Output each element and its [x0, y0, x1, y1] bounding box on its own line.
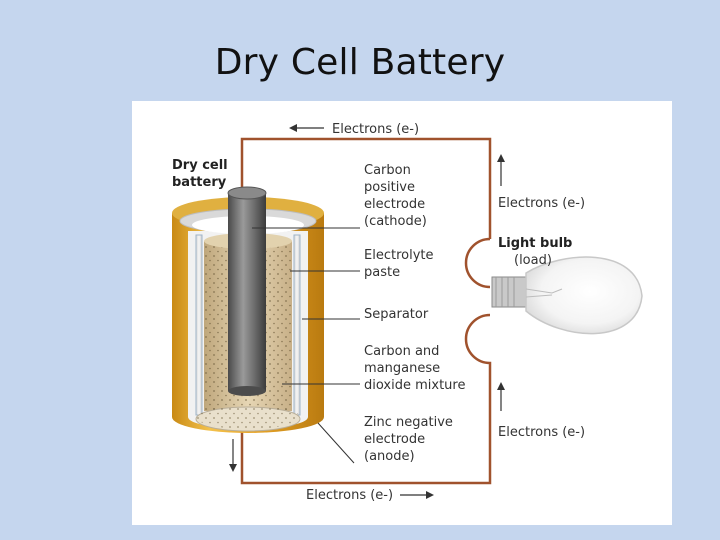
electrons-right-bottom-label: Electrons (e-) [498, 425, 586, 440]
electron-arrow-right-bottom [497, 382, 505, 411]
electrolyte-label: Electrolyte paste [364, 248, 434, 280]
mixture-label: Carbon and manganese dioxide mixture [364, 344, 466, 393]
slide-title: Dry Cell Battery [214, 42, 506, 83]
diagram-panel: Dry cell battery Electrons (e-) Carbon p… [132, 101, 672, 525]
separator-label: Separator [364, 307, 429, 322]
carbon-rod [227, 186, 267, 396]
battery-diagram [172, 124, 643, 499]
battery-title: Dry cell battery [172, 158, 228, 190]
electrons-right-top-label: Electrons (e-) [498, 196, 586, 211]
electron-arrow-bottom [400, 491, 434, 499]
manganese-mixture [195, 405, 301, 432]
leader-lines [252, 227, 360, 464]
cathode-label: Carbon positive electrode (cathode) [364, 163, 427, 229]
bulb-title-label: Light bulb [498, 236, 573, 251]
anode-label: Zinc negative electrode (anode) [364, 415, 453, 464]
electrons-bottom-label: Electrons (e-) [306, 488, 394, 503]
circuit-wire [240, 137, 492, 485]
electron-arrow-top [289, 124, 324, 132]
electron-arrow-battery-bottom [229, 439, 237, 472]
electrons-top-label: Electrons (e-) [332, 122, 420, 137]
electron-arrow-right-top [497, 154, 505, 186]
bulb-load-label: (load) [514, 253, 552, 268]
light-bulb [491, 256, 643, 335]
